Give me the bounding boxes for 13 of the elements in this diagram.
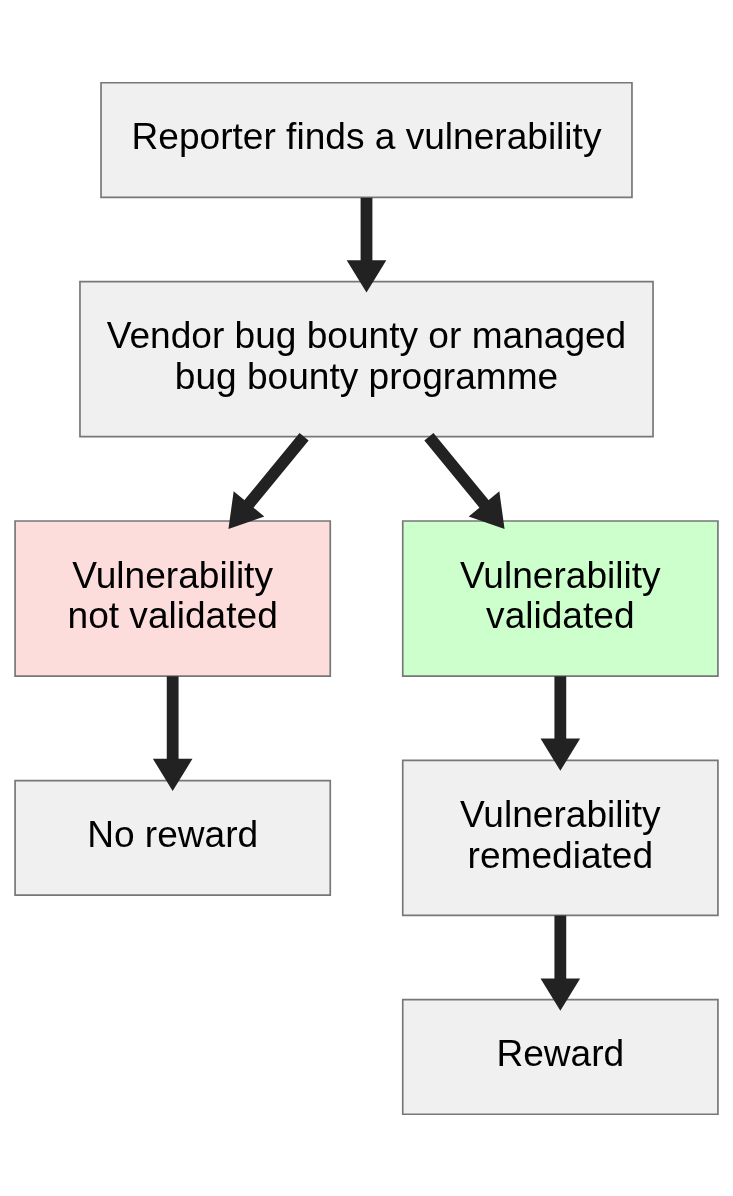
node-box: Vulnerability not validated xyxy=(14,519,332,677)
arrow xyxy=(540,915,581,1011)
node-box: Reward xyxy=(401,998,719,1115)
arrow xyxy=(424,432,505,529)
arrow xyxy=(346,197,387,293)
node-box: Vendor bug bounty or managed bug bounty programme xyxy=(79,280,654,438)
arrow xyxy=(152,675,193,791)
node-box: Reporter finds a vulnerability xyxy=(100,81,633,198)
node-box: No reward xyxy=(14,779,332,896)
arrow xyxy=(540,675,581,771)
arrow xyxy=(228,432,309,529)
node-box: Vulnerability remediated xyxy=(401,758,719,916)
node-box: Vulnerability validated xyxy=(401,519,719,677)
